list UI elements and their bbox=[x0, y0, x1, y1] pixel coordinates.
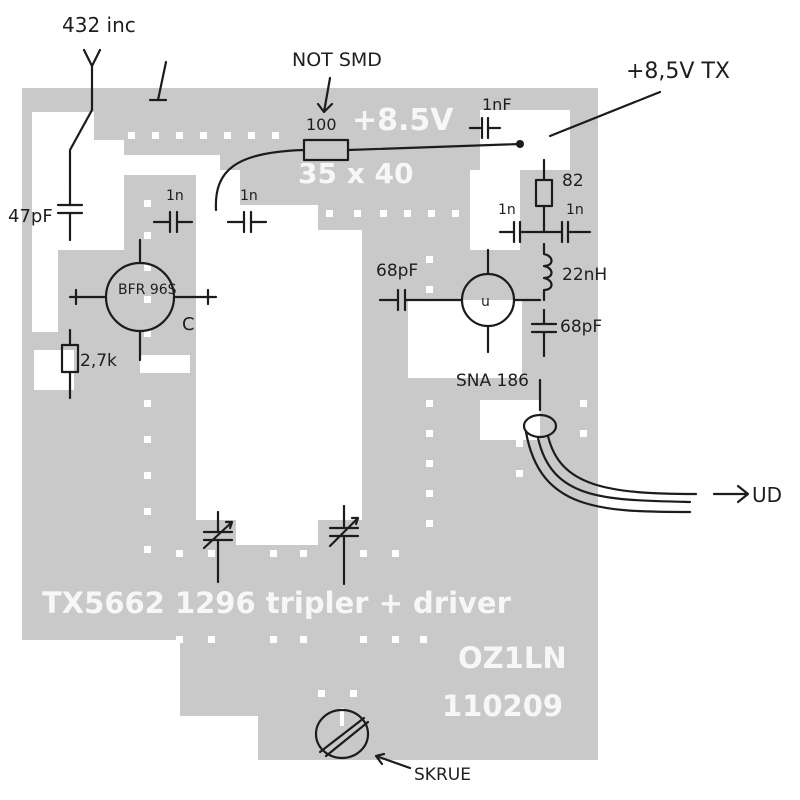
trimmer-right-icon bbox=[328, 504, 360, 586]
choke-inductor-icon bbox=[542, 242, 553, 302]
input-label: 432 inc bbox=[62, 13, 136, 37]
trimmer-left-icon bbox=[202, 510, 234, 584]
c-1n-d-label: 1n bbox=[566, 202, 584, 218]
handwritten-labels: 432 inc NOT SMD +8,5V TX 47pF 2,7k 1n 1n… bbox=[8, 13, 782, 785]
c-input-label: 47pF bbox=[8, 206, 53, 227]
c-supply-label: 1nF bbox=[482, 95, 512, 114]
cap-1n-c-icon bbox=[498, 220, 546, 244]
c-1n-b-label: 1n bbox=[240, 188, 258, 204]
c-1n-c-label: 1n bbox=[498, 202, 516, 218]
etch-left-column bbox=[196, 170, 240, 520]
ground-stub-icon bbox=[148, 60, 168, 102]
screw-slot bbox=[318, 716, 370, 758]
supply-pad-icon bbox=[516, 140, 524, 148]
resistor-82-icon bbox=[534, 158, 554, 234]
pcb-board bbox=[22, 88, 598, 760]
etch-top-channel bbox=[120, 155, 220, 175]
output-label: UD bbox=[752, 483, 782, 507]
transistor-label: BFR 96S bbox=[118, 282, 177, 298]
cap-1n-d-icon bbox=[542, 220, 592, 244]
mmic-mark: u bbox=[481, 294, 490, 310]
output-arrow-icon bbox=[712, 484, 750, 504]
etch-upper-right bbox=[480, 110, 570, 170]
cap-68p-out-icon bbox=[530, 308, 558, 358]
input-capacitor-icon bbox=[56, 188, 84, 242]
screw-label: SKRUE bbox=[414, 765, 471, 785]
pcb-title: TX5662 1296 tripler + driver bbox=[42, 586, 512, 620]
mmic-leads bbox=[428, 248, 542, 354]
bfr-leads bbox=[68, 238, 218, 362]
c-1n-a-label: 1n bbox=[166, 188, 184, 204]
etch-left-lower bbox=[34, 350, 74, 390]
c-68p-out-label: 68pF bbox=[560, 317, 602, 337]
transistor-c-label: C bbox=[182, 314, 195, 335]
screw-icon bbox=[314, 708, 370, 760]
coax-cable-b bbox=[546, 434, 698, 496]
not-smd-label: NOT SMD bbox=[292, 49, 382, 71]
ink-layer: u bbox=[56, 48, 750, 770]
series-feed-line bbox=[214, 148, 306, 212]
coax-cable-c bbox=[536, 436, 692, 504]
etch-mid-strip bbox=[140, 355, 190, 373]
etch-far-right bbox=[470, 170, 520, 250]
coax-cable-a bbox=[524, 430, 692, 514]
etch-right-column bbox=[318, 230, 362, 520]
not-smd-arrow bbox=[316, 76, 334, 114]
r-82-label: 82 bbox=[562, 171, 584, 191]
screw-arrow-icon bbox=[374, 752, 412, 770]
via-holes bbox=[128, 132, 587, 767]
pcb-author: OZ1LN bbox=[458, 641, 567, 675]
pcb-voltage-label: +8.5V bbox=[352, 103, 454, 138]
coax-end-icon bbox=[522, 413, 558, 439]
etch-center-column bbox=[236, 205, 318, 545]
pcb-size-label: 35 x 40 bbox=[298, 157, 414, 190]
etch-left-strip bbox=[32, 112, 58, 332]
supply-pointer bbox=[548, 90, 662, 138]
cap-68p-in-icon bbox=[378, 288, 432, 312]
l-choke-label: 22nH bbox=[562, 265, 607, 285]
supply-label: +8,5V TX bbox=[626, 59, 730, 84]
r-bias-label: 2,7k bbox=[80, 351, 117, 371]
r-series-label: 100 bbox=[306, 115, 337, 134]
c-68p-in-label: 68pF bbox=[376, 261, 418, 281]
supply-capacitor-icon bbox=[468, 116, 502, 140]
mmic-label: SNA 186 bbox=[456, 371, 529, 391]
supply-line bbox=[346, 142, 522, 152]
bias-resistor-icon bbox=[60, 328, 80, 400]
cap-1n-b-icon bbox=[226, 210, 268, 234]
etch-left-pocket bbox=[58, 112, 124, 250]
pcb-date: 110209 bbox=[442, 689, 563, 723]
cap-1n-a-icon bbox=[152, 210, 194, 234]
input-antenna-icon bbox=[68, 48, 102, 192]
